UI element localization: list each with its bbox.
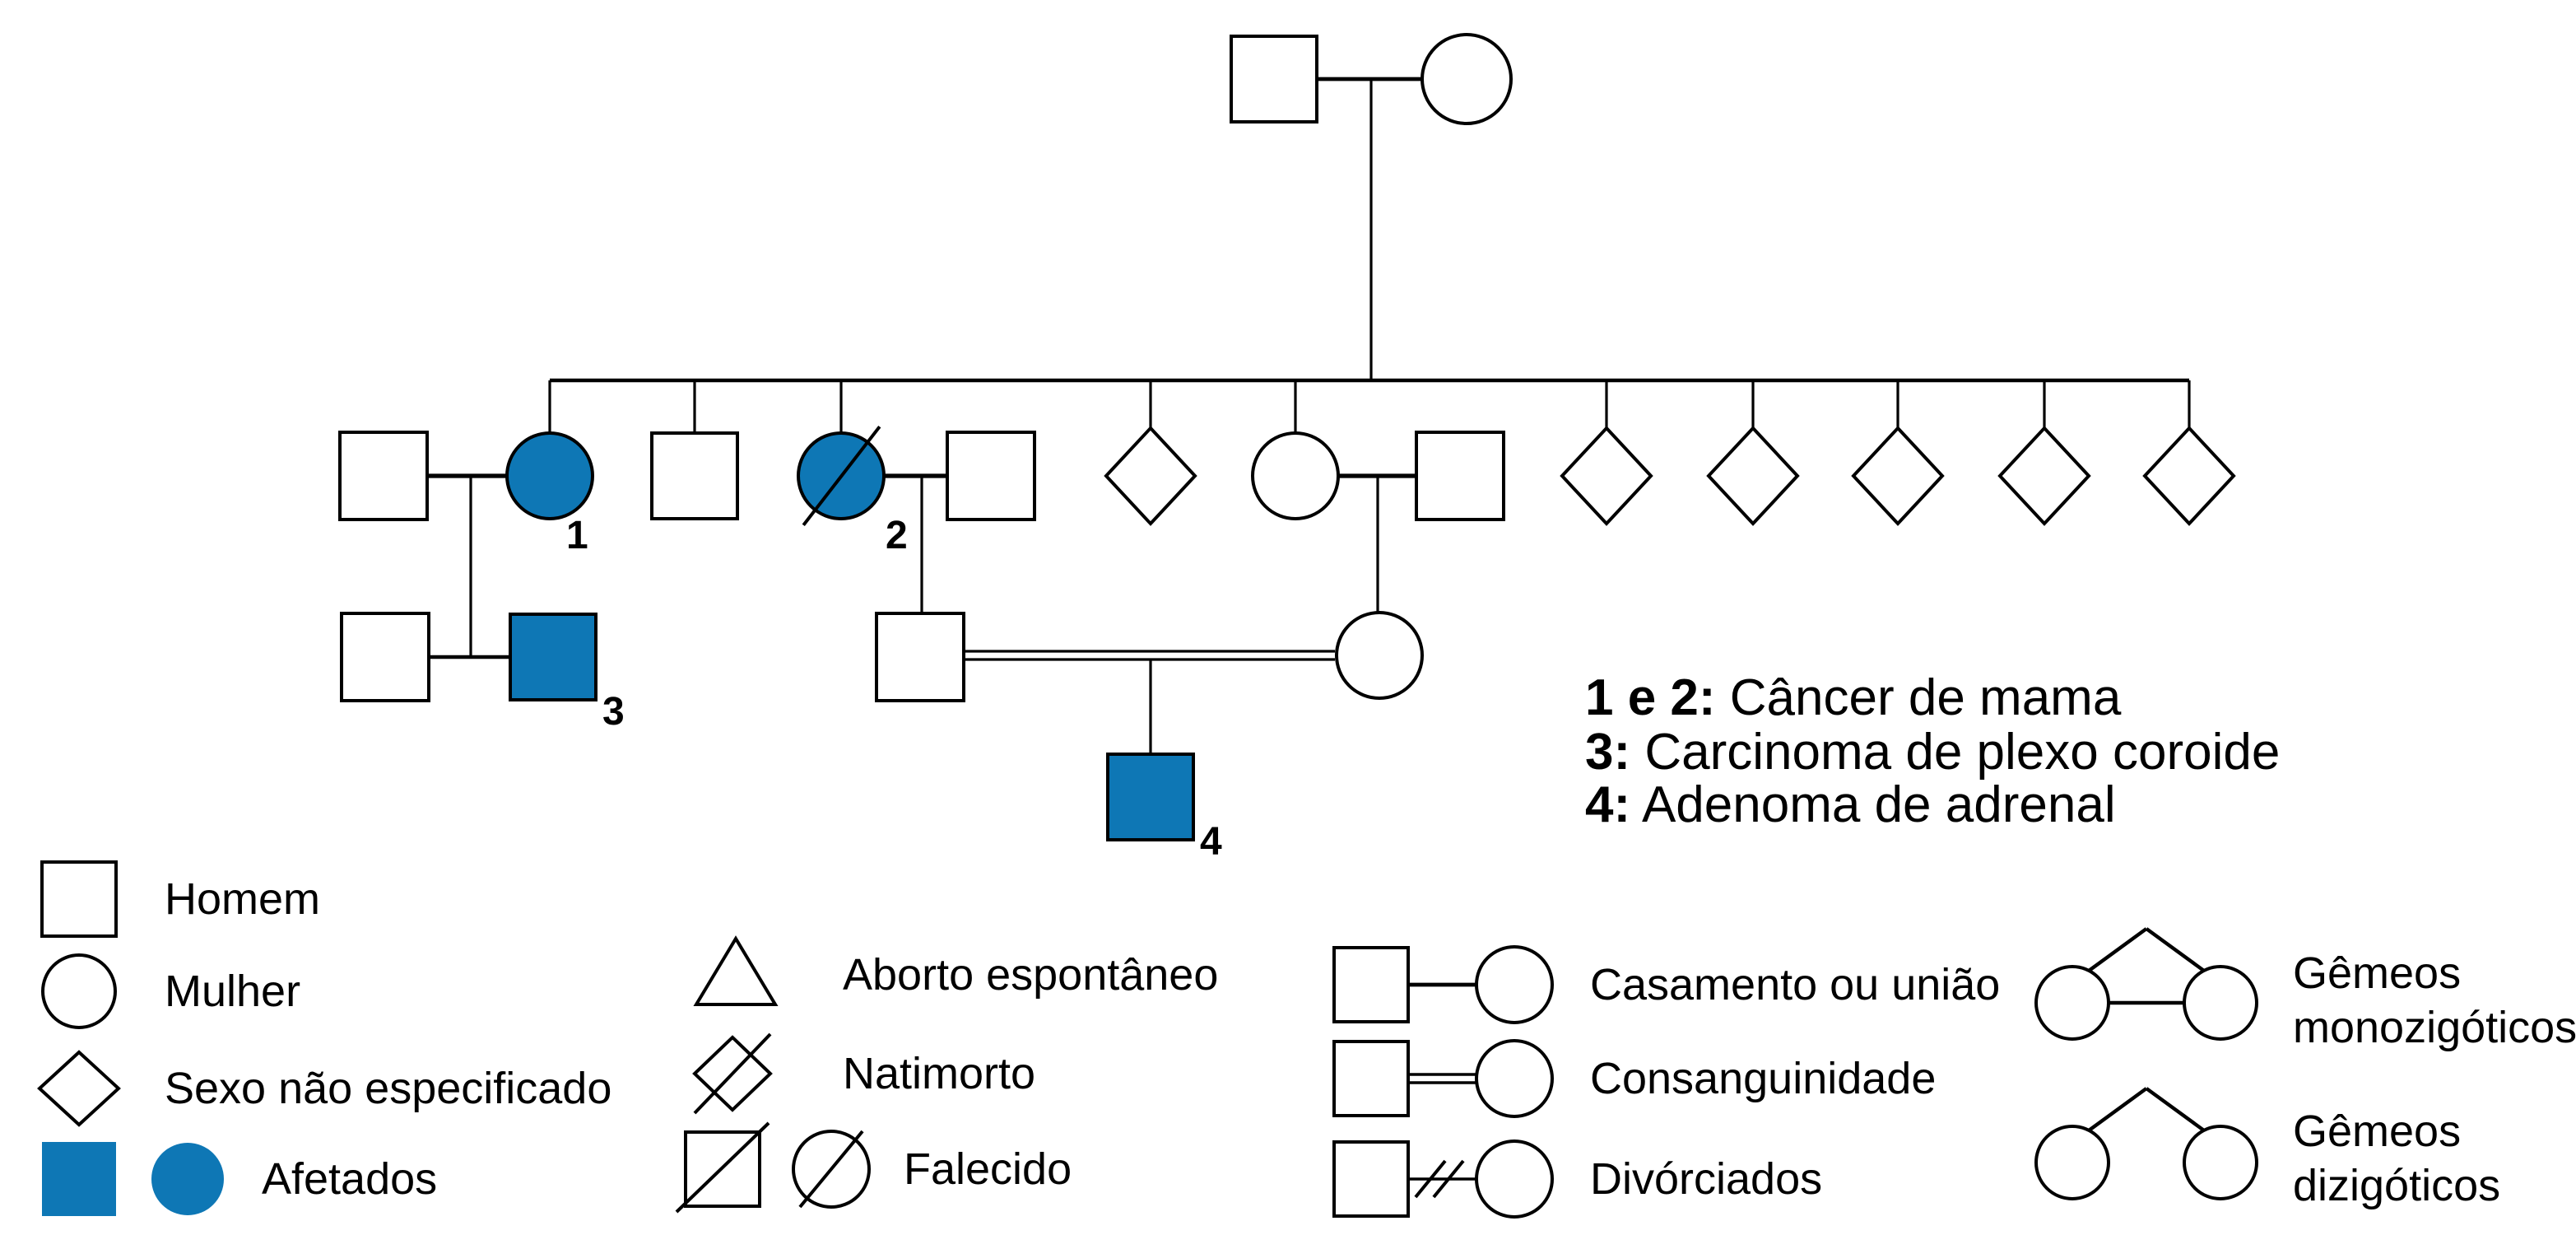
legend-item-stillbirth: Natimorto <box>692 1032 1035 1115</box>
legend-label: Gêmeos <box>2293 1107 2461 1156</box>
gen2-child-sex-unspecified-2 <box>1560 426 1653 526</box>
legend-twins-di-circle-2 <box>2183 1125 2258 1200</box>
pedigree-lines <box>428 77 2191 754</box>
legend-item-deceased-pair: Falecido <box>675 1121 1072 1214</box>
id-label-4: 4 <box>1200 820 1222 864</box>
legend-item-consanguinity: Consanguinidade <box>1332 1039 1936 1118</box>
id-label-2: 2 <box>886 514 908 557</box>
legend-item-female: Mulher <box>41 953 300 1029</box>
legend-divorced-female-symbol <box>1475 1139 1554 1219</box>
legend-twins-mono-circle-1 <box>2034 965 2110 1041</box>
annotation-prefix: 1 e 2: <box>1585 669 1716 726</box>
legend-unknown-sex-symbol <box>37 1050 121 1127</box>
gen2-son <box>650 431 739 520</box>
legend-label: Falecido <box>904 1144 1072 1194</box>
individual-4-affected-male <box>1106 753 1195 841</box>
legend-item-divorced: Divórciados <box>1332 1139 1822 1219</box>
annotation-text: Carcinoma de plexo coroide <box>1630 724 2280 781</box>
gen2-husband-of-individual-2 <box>946 431 1036 521</box>
gen1-father <box>1230 35 1318 124</box>
legend-item-twins-di: Gêmeos dizigóticos <box>2034 1087 2500 1210</box>
legend-item-miscarriage: Aborto espontâneo <box>693 935 1218 1006</box>
legend-item-unknown-sex: Sexo não especificado <box>37 1050 611 1127</box>
legend-divorced-male-symbol <box>1332 1140 1410 1218</box>
legend-twins-di-left-line <box>2084 1087 2148 1135</box>
legend-divorced-slash-1 <box>1414 1159 1447 1199</box>
legend-divorced-slash-2 <box>1432 1159 1465 1199</box>
legend-label: dizigóticos <box>2293 1161 2500 1210</box>
legend-label: Natimorto <box>843 1049 1035 1098</box>
annotation-prefix: 3: <box>1585 724 1630 781</box>
gen2-child-sex-unspecified-4 <box>1851 426 1945 526</box>
gen2-child-sex-unspecified-1 <box>1104 426 1197 526</box>
gen2-child-sex-unspecified-3 <box>1706 426 1800 526</box>
legend-label: Consanguinidade <box>1590 1054 1936 1103</box>
gen2-husband-of-daughter <box>1415 431 1505 521</box>
legend-deceased-circle-slash <box>798 1130 864 1209</box>
legend-label: Divórciados <box>1590 1154 1822 1204</box>
gen2-child-sex-unspecified-6 <box>2142 426 2236 526</box>
legend-twins-mono-right-line <box>2145 927 2209 975</box>
id-label-3: 3 <box>602 690 625 734</box>
legend-miscarriage-triangle-symbol <box>693 935 779 1006</box>
legend-deceased-square-slash <box>675 1121 770 1214</box>
legend-label: Homem <box>165 874 320 924</box>
legend-twins-di-circle-1 <box>2034 1125 2110 1200</box>
legend-label: monozigóticos <box>2293 1003 2576 1052</box>
legend-affected-circle-symbol <box>151 1143 224 1215</box>
gen1-mother <box>1421 33 1513 125</box>
individual-2-affected-deceased-female-deceased-slash <box>802 425 881 527</box>
annotation-line-2: 3: Carcinoma de plexo coroide <box>1585 724 2280 781</box>
legend-label: Aborto espontâneo <box>843 950 1218 1000</box>
individual-1-affected-female <box>505 431 594 520</box>
pedigree-individuals <box>338 33 2236 841</box>
legend-stillbirth-slash <box>693 1032 772 1115</box>
legend-label: Casamento ou união <box>1590 960 2000 1009</box>
annotation-prefix: 4: <box>1585 776 1630 833</box>
legend-label: Afetados <box>262 1154 437 1204</box>
legend-label: Gêmeos <box>2293 948 2461 998</box>
legend-consanguinity-male-symbol <box>1332 1040 1410 1117</box>
legend-label: Sexo não especificado <box>165 1064 611 1113</box>
gen2-child-sex-unspecified-5 <box>1997 426 2091 526</box>
individual-id-labels: 1 2 3 4 <box>566 514 1222 864</box>
annotation-text: Adenoma de adrenal <box>1630 776 2115 833</box>
annotation-line-1: 1 e 2: Câncer de mama <box>1585 669 2122 726</box>
gen3-son-of-individual-2 <box>875 612 965 702</box>
legend-item-affected-pair: Afetados <box>42 1142 437 1216</box>
gen2-husband-of-individual-1 <box>338 431 429 521</box>
legend-item-marriage: Casamento ou união <box>1332 945 2000 1024</box>
legend-label: Mulher <box>165 967 300 1016</box>
legend-item-male: Homem <box>40 860 320 938</box>
legend-female-symbol <box>41 953 117 1029</box>
annotation-text: Câncer de mama <box>1716 669 2122 726</box>
legend-twins-mono-left-line <box>2084 927 2148 975</box>
legend-male-symbol <box>40 860 118 938</box>
gen3-partner-of-individual-3 <box>340 612 430 702</box>
gen3-daughter <box>1335 611 1424 700</box>
legend-consanguinity-female-symbol <box>1475 1039 1554 1118</box>
gen2-daughter <box>1251 431 1340 520</box>
annotation-line-3: 4: Adenoma de adrenal <box>1585 776 2116 833</box>
legend-twins-mono-circle-2 <box>2183 965 2258 1041</box>
legend-marriage-female-symbol <box>1475 945 1554 1024</box>
id-label-1: 1 <box>566 514 588 557</box>
legend-twins-di-right-line <box>2145 1087 2209 1135</box>
legend-marriage-male-symbol <box>1332 946 1410 1023</box>
legend-item-twins-mono: Gêmeos monozigóticos <box>2034 927 2576 1052</box>
legend-affected-square-symbol <box>42 1142 116 1216</box>
individual-3-affected-male <box>509 613 598 701</box>
